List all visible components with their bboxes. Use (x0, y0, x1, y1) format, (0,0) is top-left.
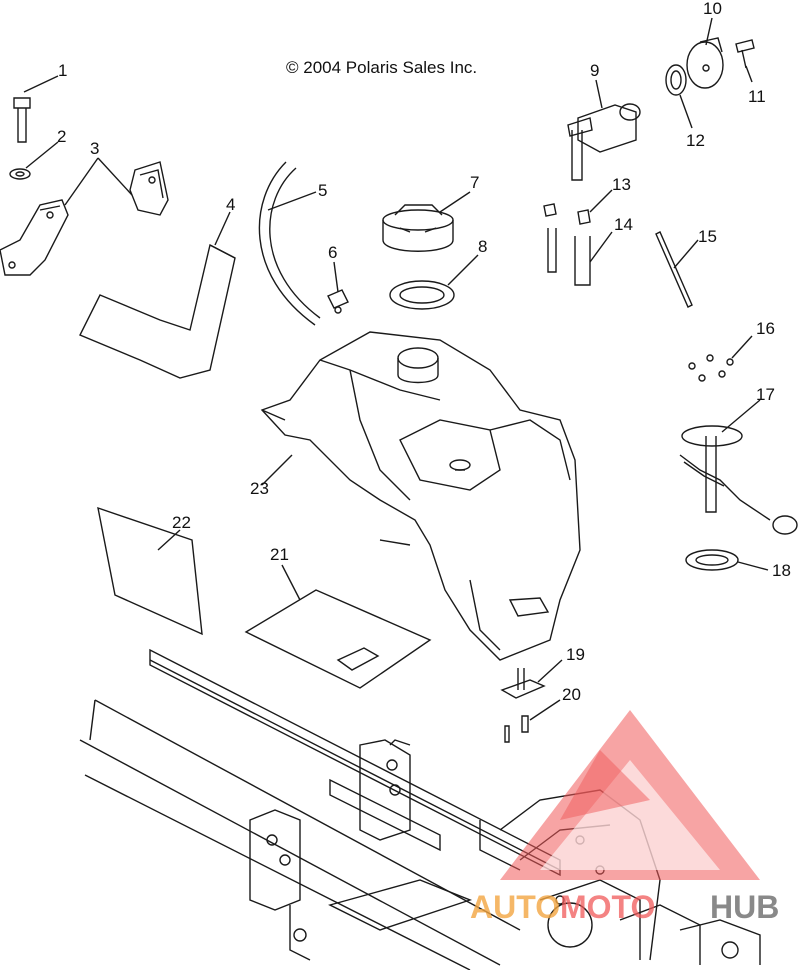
bolt-part-1 (13, 75, 59, 143)
callout-13: 13 (612, 175, 631, 194)
copyright-notice: © 2004 Polaris Sales Inc. (286, 58, 478, 77)
gasket-part-18 (685, 549, 769, 571)
watermark-text-auto: AUTO (470, 889, 560, 925)
callout-12: 12 (686, 131, 705, 150)
callout-3: 3 (90, 139, 100, 158)
callout-23: 23 (250, 479, 269, 498)
callout-5: 5 (318, 181, 328, 200)
callout-22: 22 (172, 513, 191, 532)
callout-8: 8 (478, 237, 488, 256)
callout-19: 19 (566, 645, 585, 664)
callout-7: 7 (470, 173, 480, 192)
tubes-parts-13-14 (543, 189, 613, 286)
callout-18: 18 (772, 561, 791, 580)
hose-part-5 (258, 161, 321, 326)
vent-parts-10-11-12 (665, 17, 755, 129)
callout-10: 10 (703, 0, 722, 18)
callout-14: 14 (614, 215, 633, 234)
callout-11: 11 (748, 87, 766, 106)
callout-21: 21 (270, 545, 289, 564)
gasket-part-8 (389, 254, 479, 310)
callout-20: 20 (562, 685, 581, 704)
valve-part-9 (567, 79, 641, 181)
callout-15: 15 (698, 227, 717, 246)
callout-6: 6 (328, 243, 338, 262)
rod-part-15 (655, 231, 699, 308)
watermark-text-moto: MOTO (560, 889, 655, 925)
screws-part-16 (688, 335, 753, 382)
watermark-text-hub: HUB (710, 889, 779, 925)
fuel-cap-part-7 (382, 191, 471, 252)
callout-4: 4 (226, 195, 236, 214)
automotohub-watermark: AUTO MOTO HUB (470, 710, 779, 925)
fuel-sender-part-17 (679, 399, 798, 535)
callout-16: 16 (756, 319, 775, 338)
strap-part-4 (79, 211, 236, 379)
callout-1: 1 (58, 61, 68, 80)
callout-2: 2 (57, 127, 67, 146)
callout-9: 9 (590, 61, 600, 80)
clamp-part-6 (327, 261, 349, 314)
fuel-tank-part-23 (260, 331, 581, 661)
fitting-parts-19-20 (500, 659, 563, 743)
pad-part-21 (244, 564, 432, 689)
bracket-part-3 (0, 157, 169, 276)
pad-part-22 (97, 506, 203, 636)
washer-part-2 (9, 141, 59, 180)
callout-17: 17 (756, 385, 775, 404)
